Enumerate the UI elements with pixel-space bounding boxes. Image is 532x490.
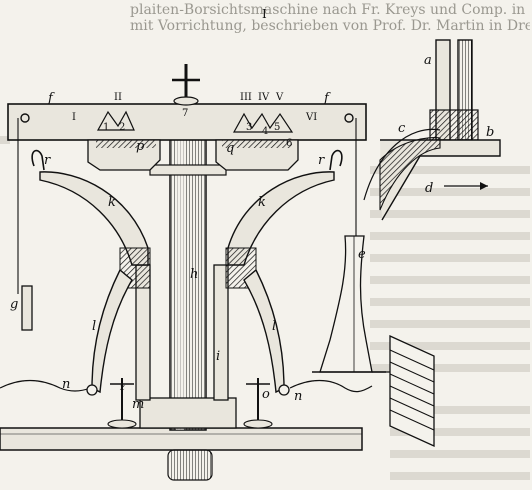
numeral-II: II xyxy=(114,92,122,103)
digit-6: 6 xyxy=(286,138,292,149)
label-f-right: f xyxy=(323,91,331,106)
figure-label: I xyxy=(262,7,267,21)
background-header-text: plaiten-Borsichtsmaschine nach Fr. Kreys… xyxy=(130,2,530,34)
label-n-right: n xyxy=(294,389,302,404)
label-o: o xyxy=(262,387,270,402)
label-n-left: n xyxy=(62,377,70,392)
label-f-left: f xyxy=(47,91,55,106)
label-k-left: k xyxy=(108,195,116,210)
type-block-q xyxy=(215,112,299,171)
label-i: i xyxy=(216,349,220,364)
label-k-right: k xyxy=(258,195,266,210)
label-p: p xyxy=(136,139,145,154)
label-r-left: r xyxy=(44,153,51,168)
digit-2: 2 xyxy=(119,122,125,133)
detail-plate-b xyxy=(363,128,501,221)
label-b: b xyxy=(486,125,494,140)
background-text-line-2: mit Vorrichtung, beschrieben von Prof. D… xyxy=(130,18,530,34)
numeral-V: V xyxy=(275,92,284,103)
top-screw-handle xyxy=(172,64,200,106)
stand-left xyxy=(107,378,137,429)
ground-line-left xyxy=(0,379,91,392)
label-a: a xyxy=(424,53,432,68)
label-c: c xyxy=(398,121,406,136)
ground-line-right xyxy=(289,379,373,393)
digit-1: 1 xyxy=(103,122,109,133)
label-r-right: r xyxy=(318,153,325,168)
digit-5: 5 xyxy=(274,122,280,133)
label-h: h xyxy=(190,267,198,282)
hook-right xyxy=(329,149,343,171)
label-g: g xyxy=(10,297,18,312)
type-block-p xyxy=(87,110,161,171)
numeral-VI: VI xyxy=(305,112,317,123)
stacked-sheets xyxy=(372,334,435,448)
label-l-right: l xyxy=(272,319,276,334)
numeral-IV: IV xyxy=(258,92,270,103)
lower-leg-left xyxy=(91,268,133,394)
detail-tubes-a xyxy=(429,39,479,141)
arrow-d-head xyxy=(480,182,488,190)
digit-3: 3 xyxy=(246,122,252,133)
background-text-line-1: plaiten-Borsichtsmaschine nach Fr. Kreys… xyxy=(130,2,530,18)
label-e: e xyxy=(358,247,366,262)
stand-right xyxy=(243,378,273,429)
digit-7: 7 xyxy=(182,108,188,119)
central-column xyxy=(139,117,237,431)
joint-left xyxy=(119,247,151,289)
digit-4: 4 xyxy=(262,126,268,137)
label-z: z xyxy=(119,383,125,393)
lower-leg-right xyxy=(243,268,285,394)
label-l-left: l xyxy=(92,319,96,334)
numeral-III: III xyxy=(240,92,252,103)
hook-left xyxy=(31,149,45,171)
label-d: d xyxy=(425,181,433,196)
base-plate xyxy=(0,427,363,481)
weight-g xyxy=(21,285,33,331)
support-post-right xyxy=(213,264,229,401)
numeral-I: I xyxy=(72,112,76,123)
pivot-right xyxy=(278,384,290,396)
pivot-left xyxy=(86,384,98,396)
label-m: m xyxy=(132,397,144,412)
label-q: q xyxy=(226,141,234,156)
